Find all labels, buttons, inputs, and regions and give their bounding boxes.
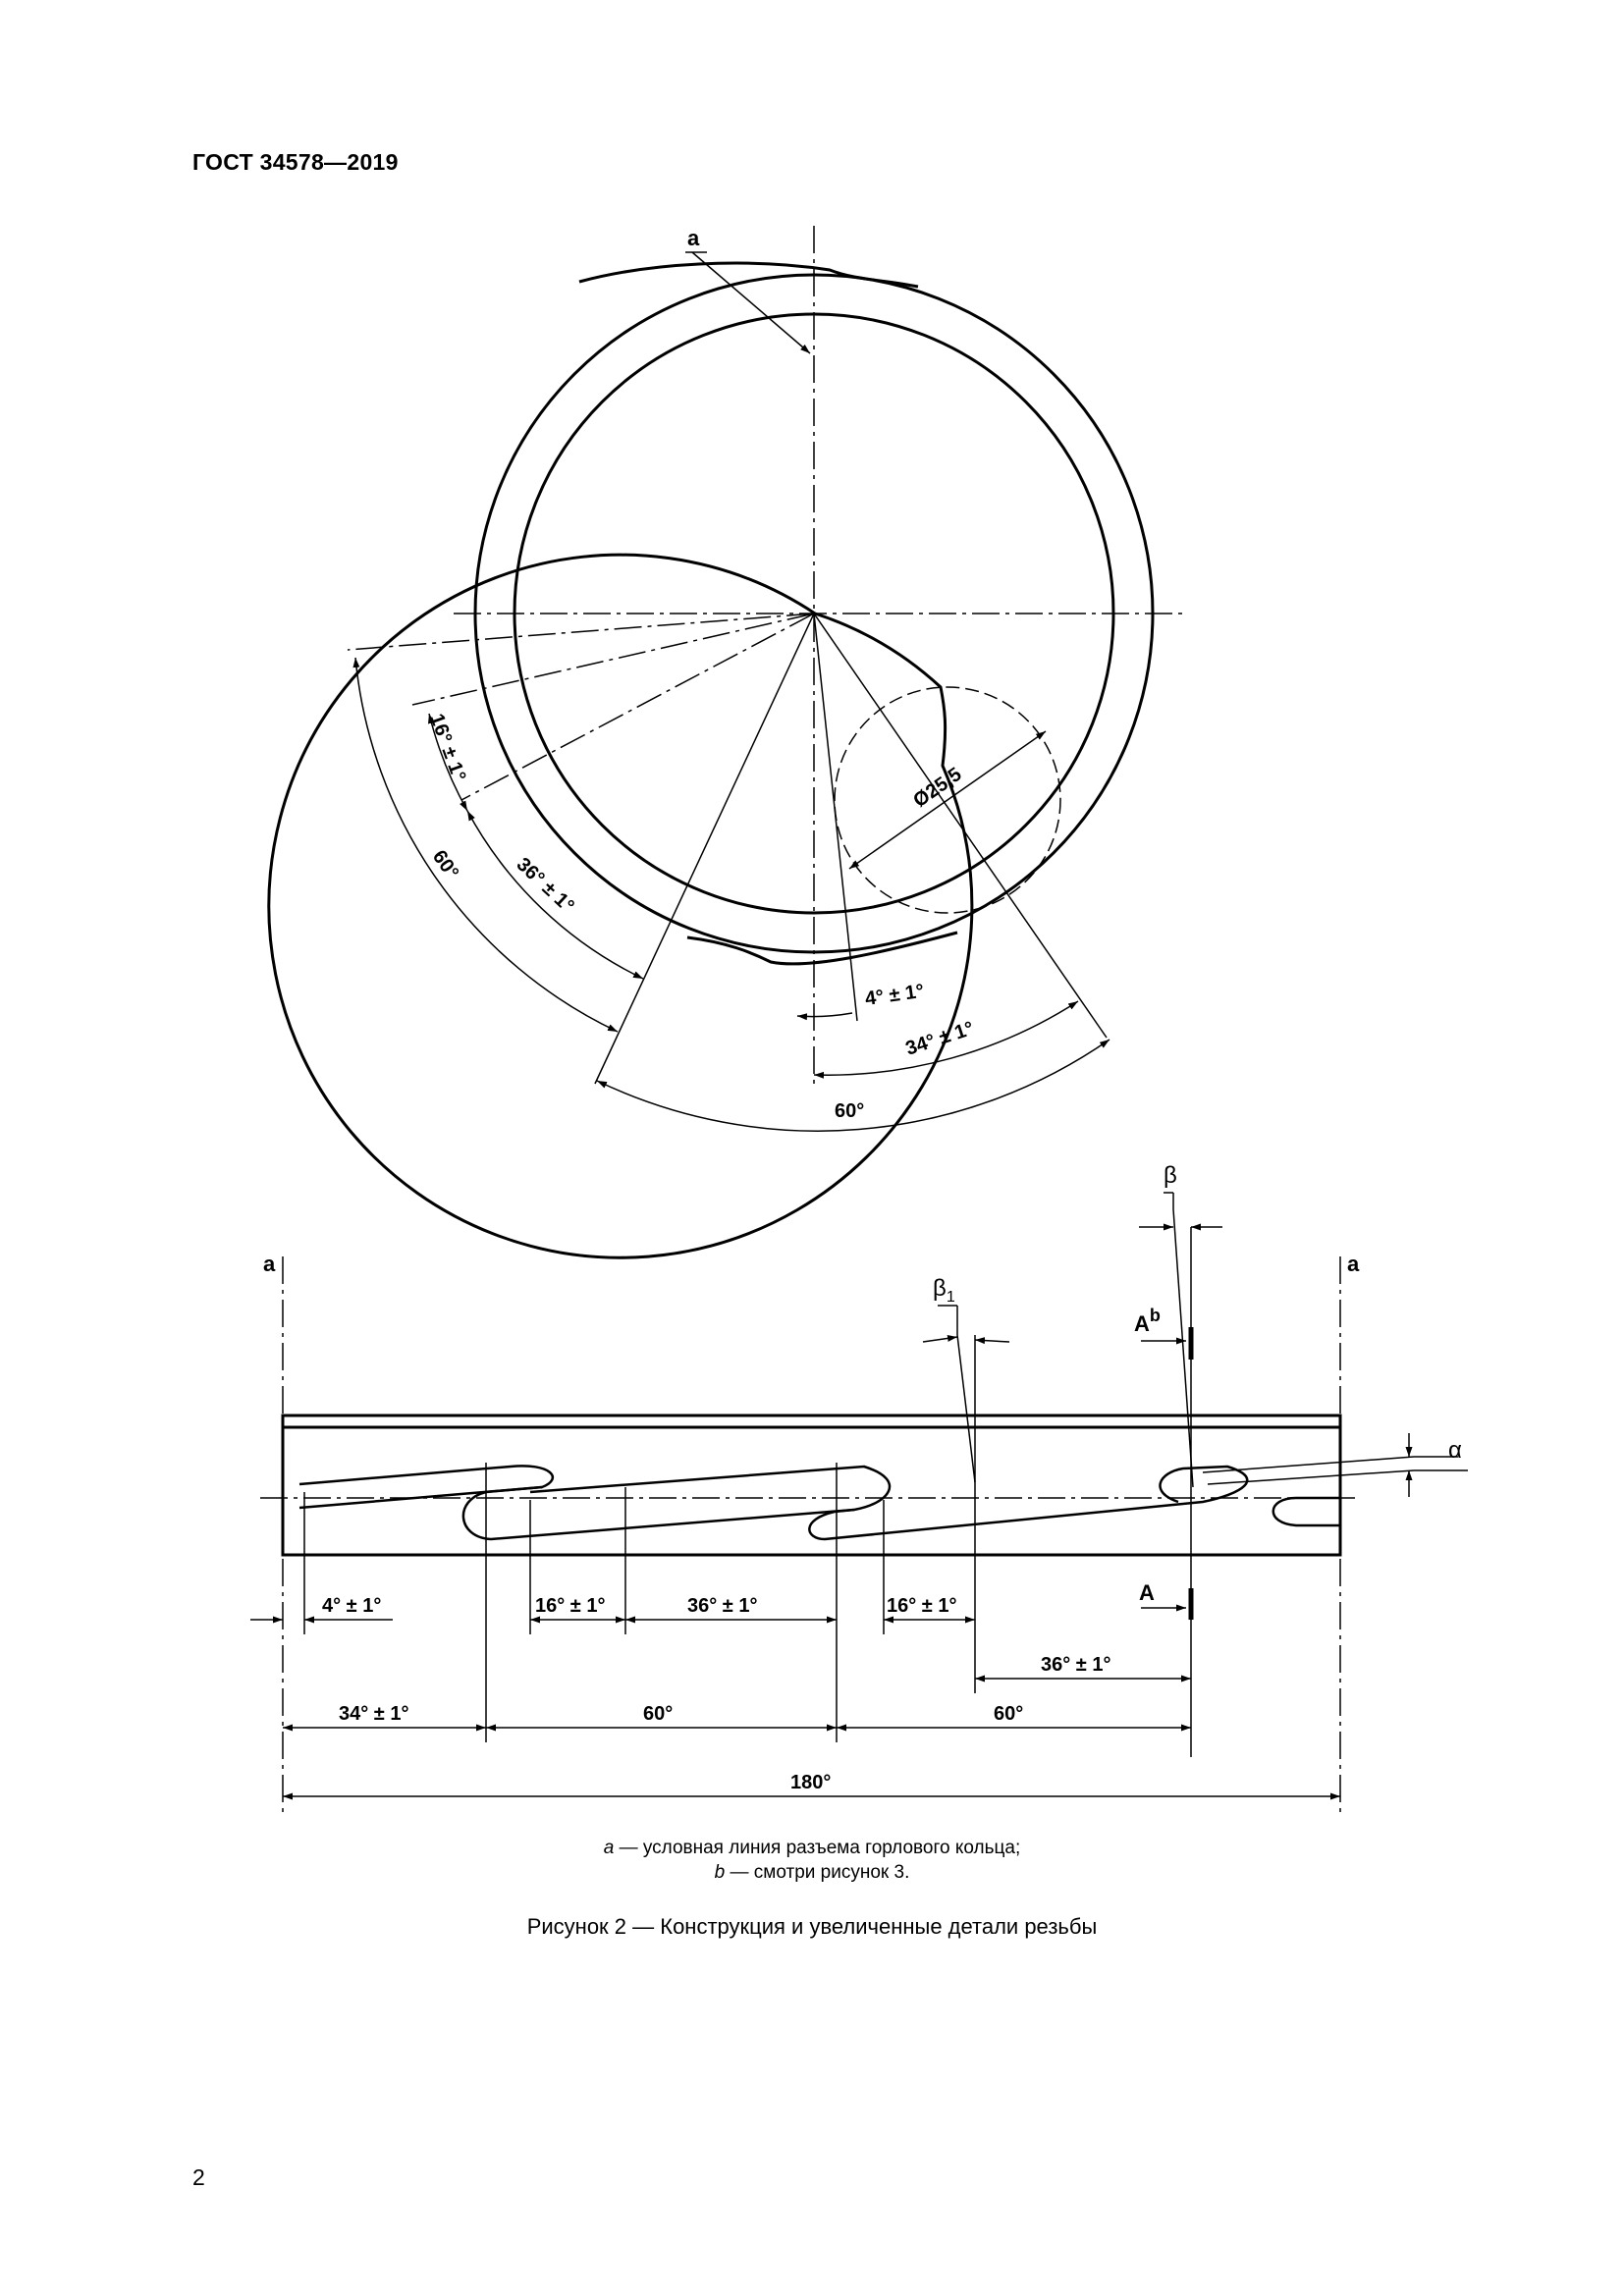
dim-text-60-left: 60° bbox=[428, 846, 462, 882]
thread-segment-3 bbox=[808, 1465, 1249, 1541]
developed-view bbox=[250, 1192, 1468, 1816]
dim-text-36: 36° ± 1° bbox=[513, 854, 578, 918]
dim-row2-36: 36° ± 1° bbox=[1041, 1654, 1110, 1676]
dim-arc-60-left bbox=[352, 657, 619, 1033]
label-a-right: a bbox=[1347, 1252, 1360, 1276]
dim-row3-60b: 60° bbox=[994, 1703, 1023, 1725]
document-header: ГОСТ 34578—2019 bbox=[192, 149, 399, 175]
dim-text-4: 4° ± 1° bbox=[864, 981, 926, 1010]
outer-lug-bottom bbox=[686, 931, 958, 966]
dim-total-180: 180° bbox=[790, 1772, 831, 1793]
figure-notes: a — условная линия разъема горлового кол… bbox=[0, 1836, 1624, 1885]
dim-row1-4: 4° ± 1° bbox=[322, 1595, 381, 1617]
section-a-top: Ab bbox=[1134, 1306, 1161, 1336]
section-a-bottom: A bbox=[1139, 1580, 1155, 1605]
thread-segment-4 bbox=[1272, 1496, 1340, 1527]
label-beta1: β1 bbox=[933, 1275, 955, 1306]
dim-row1-16a: 16° ± 1° bbox=[535, 1595, 605, 1617]
outer-profile bbox=[267, 553, 974, 1259]
dim-text-16: 16° ± 1° bbox=[425, 711, 469, 784]
dim-row3-60a: 60° bbox=[643, 1703, 673, 1725]
figure-caption: Рисунок 2 — Конструкция и увеличенные де… bbox=[526, 1914, 1098, 1939]
dim-row1-36: 36° ± 1° bbox=[687, 1595, 757, 1617]
thread-segment-1 bbox=[298, 1465, 555, 1510]
circle-view bbox=[267, 226, 1183, 1259]
circle-label-a: a bbox=[687, 226, 700, 250]
thread-segment-2 bbox=[461, 1465, 892, 1541]
label-a-left: a bbox=[263, 1252, 276, 1276]
dim-arc-60-bottom bbox=[596, 1039, 1110, 1132]
dim-row3-34: 34° ± 1° bbox=[339, 1703, 408, 1725]
note-b: b — смотри рисунок 3. bbox=[714, 1862, 910, 1883]
note-a: a — условная линия разъема горлового кол… bbox=[603, 1838, 1021, 1858]
dim-arc-4 bbox=[796, 1012, 853, 1021]
outer-lug-top bbox=[578, 261, 919, 289]
detail-circle bbox=[834, 686, 1061, 914]
page-number: 2 bbox=[192, 2164, 205, 2190]
diameter-line bbox=[848, 730, 1047, 870]
label-a-leader bbox=[691, 251, 811, 354]
label-alpha: α bbox=[1448, 1437, 1462, 1464]
label-beta: β bbox=[1164, 1162, 1177, 1189]
dim-text-60-bottom: 60° bbox=[835, 1100, 864, 1122]
dim-row1-16b: 16° ± 1° bbox=[887, 1595, 956, 1617]
